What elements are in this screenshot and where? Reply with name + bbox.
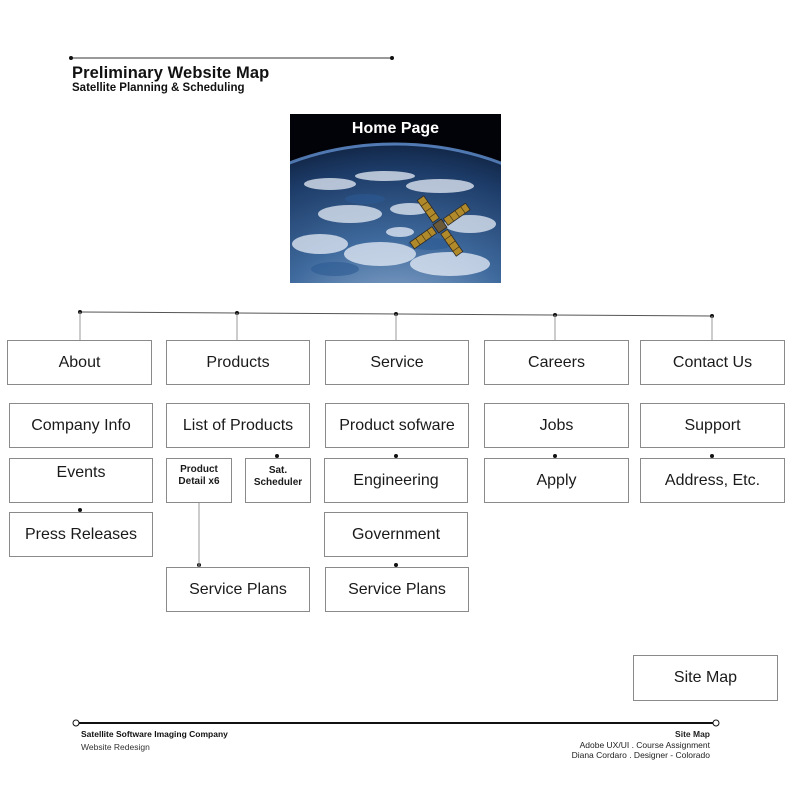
page-title: Preliminary Website Map xyxy=(72,64,270,82)
support-node[interactable]: Support xyxy=(640,403,785,448)
products-service-plans-node[interactable]: Service Plans xyxy=(166,567,310,612)
home-page-node[interactable]: Home Page xyxy=(290,114,501,283)
careers-node[interactable]: Careers xyxy=(484,340,629,385)
list-of-products-node[interactable]: List of Products xyxy=(166,403,310,448)
earth-satellite-image xyxy=(290,114,501,283)
company-info-node[interactable]: Company Info xyxy=(9,403,153,448)
product-software-node[interactable]: Product sofware xyxy=(325,403,469,448)
sat-scheduler-node[interactable]: Sat. Scheduler xyxy=(245,458,311,503)
contact-us-node[interactable]: Contact Us xyxy=(640,340,785,385)
satellite-icon xyxy=(409,195,471,257)
service-service-plans-node[interactable]: Service Plans xyxy=(325,567,469,612)
footer-doc-title: Site Map xyxy=(675,729,710,739)
product-detail-node[interactable]: Product Detail x6 xyxy=(166,458,232,503)
about-node[interactable]: About xyxy=(7,340,152,385)
apply-node[interactable]: Apply xyxy=(484,458,629,503)
home-page-label: Home Page xyxy=(351,120,440,137)
engineering-node[interactable]: Engineering xyxy=(324,458,468,503)
site-map-box: Site Map xyxy=(633,655,778,701)
footer-course: Adobe UX/UI . Course Assignment xyxy=(579,740,710,750)
products-node[interactable]: Products xyxy=(166,340,310,385)
press-releases-node[interactable]: Press Releases xyxy=(9,512,153,557)
footer-company: Satellite Software Imaging Company xyxy=(81,729,228,739)
page-subtitle: Satellite Planning & Scheduling xyxy=(72,82,245,94)
footer-project: Website Redesign xyxy=(81,742,150,752)
government-node[interactable]: Government xyxy=(324,512,468,557)
events-node[interactable]: Events xyxy=(9,458,153,503)
address-node[interactable]: Address, Etc. xyxy=(640,458,785,503)
service-node[interactable]: Service xyxy=(325,340,469,385)
footer-author: Diana Cordaro . Designer - Colorado xyxy=(571,750,710,760)
jobs-node[interactable]: Jobs xyxy=(484,403,629,448)
